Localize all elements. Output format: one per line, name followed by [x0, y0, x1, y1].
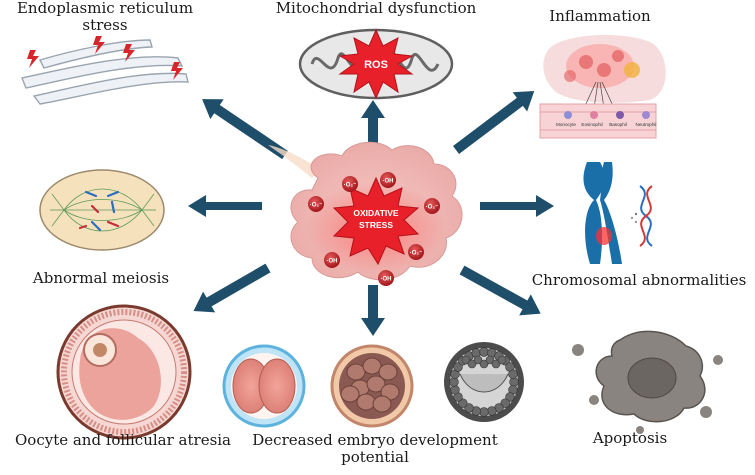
blastocyst-cell — [508, 369, 518, 379]
inner-cell-mass-cell — [485, 355, 495, 365]
radical-ball — [308, 196, 324, 212]
blastocyst-cell — [464, 403, 474, 413]
label-decreased-embryo-development: Decreased embryo development potential — [252, 431, 498, 466]
radical-label: ·O₂⁻ — [410, 251, 423, 257]
blastocyst-cell — [479, 347, 489, 357]
embryo-blastocyst — [444, 342, 524, 422]
label-apoptosis: Apoptosis — [592, 429, 668, 447]
inner-cell-mass-cell — [461, 355, 471, 365]
cell-monocyte: Monocyte — [556, 122, 576, 127]
arrows — [188, 91, 554, 336]
radical-ball — [380, 172, 396, 188]
radical-label: ·OH — [383, 179, 394, 185]
radical-ball — [324, 252, 340, 268]
embryo-morula — [330, 344, 414, 428]
oxidative-stress-center: OXIDATIVE STRESS ·O₂⁻·OH·O₂⁻·O₂⁻·OH·O₂⁻·… — [268, 141, 463, 286]
arrow-up — [361, 100, 385, 152]
radicals: ·O₂⁻ ·OH ·O₂⁻ ·O₂⁻ ·OH ·O₂⁻ ·OH — [308, 172, 440, 286]
chromosome-illustration — [583, 162, 653, 264]
blastocyst-cell — [450, 385, 460, 395]
immune-cells — [564, 111, 650, 119]
arrow-left — [188, 195, 262, 217]
radical-label: ·O₂⁻ — [310, 203, 323, 209]
radical-ball — [408, 244, 424, 260]
inner-cell-mass-cell — [467, 359, 477, 369]
radical-label: ·OH — [381, 277, 392, 283]
morula-cell — [356, 393, 376, 411]
arrow-up-left — [202, 99, 288, 160]
radical-ball — [342, 176, 358, 192]
radical-label: ·O₂⁻ — [344, 183, 357, 189]
oocyte-illustration — [56, 304, 192, 440]
burst — [332, 176, 420, 266]
center-label-line1: OXIDATIVE — [353, 208, 399, 218]
cell-basophil: Basophil — [609, 122, 627, 127]
blastocyst-cell — [479, 407, 489, 417]
blastocyst-cell — [453, 362, 463, 372]
cell-eosinophil: Eosinophil — [581, 122, 602, 127]
apoptosis-illustration — [572, 330, 723, 434]
label-abnormal-meiosis: Abnormal meiosis — [32, 269, 170, 287]
label-inflammation: Inflammation — [549, 7, 651, 25]
meiosis-illustration — [39, 169, 165, 251]
arrow-down — [361, 285, 385, 336]
inner-cell-mass-cell — [479, 359, 489, 369]
center-label-line2: STRESS — [359, 220, 393, 230]
arrow-down-right — [459, 265, 541, 316]
blastocyst-cell — [505, 392, 515, 402]
ros-burst — [338, 28, 414, 100]
label-chromosomal-abnormalities: Chromosomal abnormalities — [531, 271, 747, 289]
morula-cell — [340, 385, 360, 403]
blastocyst-cell — [509, 377, 519, 387]
cell-neutrophil: Neutrophil — [636, 122, 657, 127]
mitochondria-illustration: ROS — [298, 28, 454, 100]
inner-cell-mass-cell — [497, 355, 507, 365]
arrow-right — [480, 195, 554, 217]
inflammation-illustration: Monocyte Eosinophil Basophil Neutrophil — [539, 35, 666, 139]
radical-ball — [424, 198, 440, 214]
cloud-tail — [268, 145, 322, 178]
er-illustration — [21, 36, 189, 105]
label-er-stress: Endoplasmic reticulum stress — [16, 0, 194, 34]
radical-ball — [378, 270, 394, 286]
label-oocyte-follicular-atresia: Oocyte and follicular atresia — [14, 431, 232, 449]
label-mitochondrial-dysfunction: Mitochondrial dysfunction — [275, 0, 477, 17]
morula-cell — [366, 375, 386, 393]
radical-label: ·OH — [327, 259, 338, 265]
morula-cell — [378, 363, 398, 381]
inner-cell-mass-cell — [491, 359, 501, 369]
ros-label: ROS — [364, 59, 388, 71]
embryo-two-cell — [222, 344, 306, 428]
blastocyst-cell — [458, 398, 468, 408]
blastocyst-cell — [487, 406, 497, 416]
radical-label: ·O₂⁻ — [426, 205, 439, 211]
arrow-up-right — [452, 91, 535, 154]
lightning-icon — [27, 36, 183, 80]
arrow-down-left — [193, 263, 271, 313]
blastocyst-cell — [500, 398, 510, 408]
morula-cell — [372, 395, 392, 413]
morula-cell — [346, 363, 366, 381]
morula-cell — [362, 357, 382, 375]
inner-cell-mass-cell — [473, 355, 483, 365]
blastocyst-cell — [449, 377, 459, 387]
dna-helix — [639, 185, 653, 247]
